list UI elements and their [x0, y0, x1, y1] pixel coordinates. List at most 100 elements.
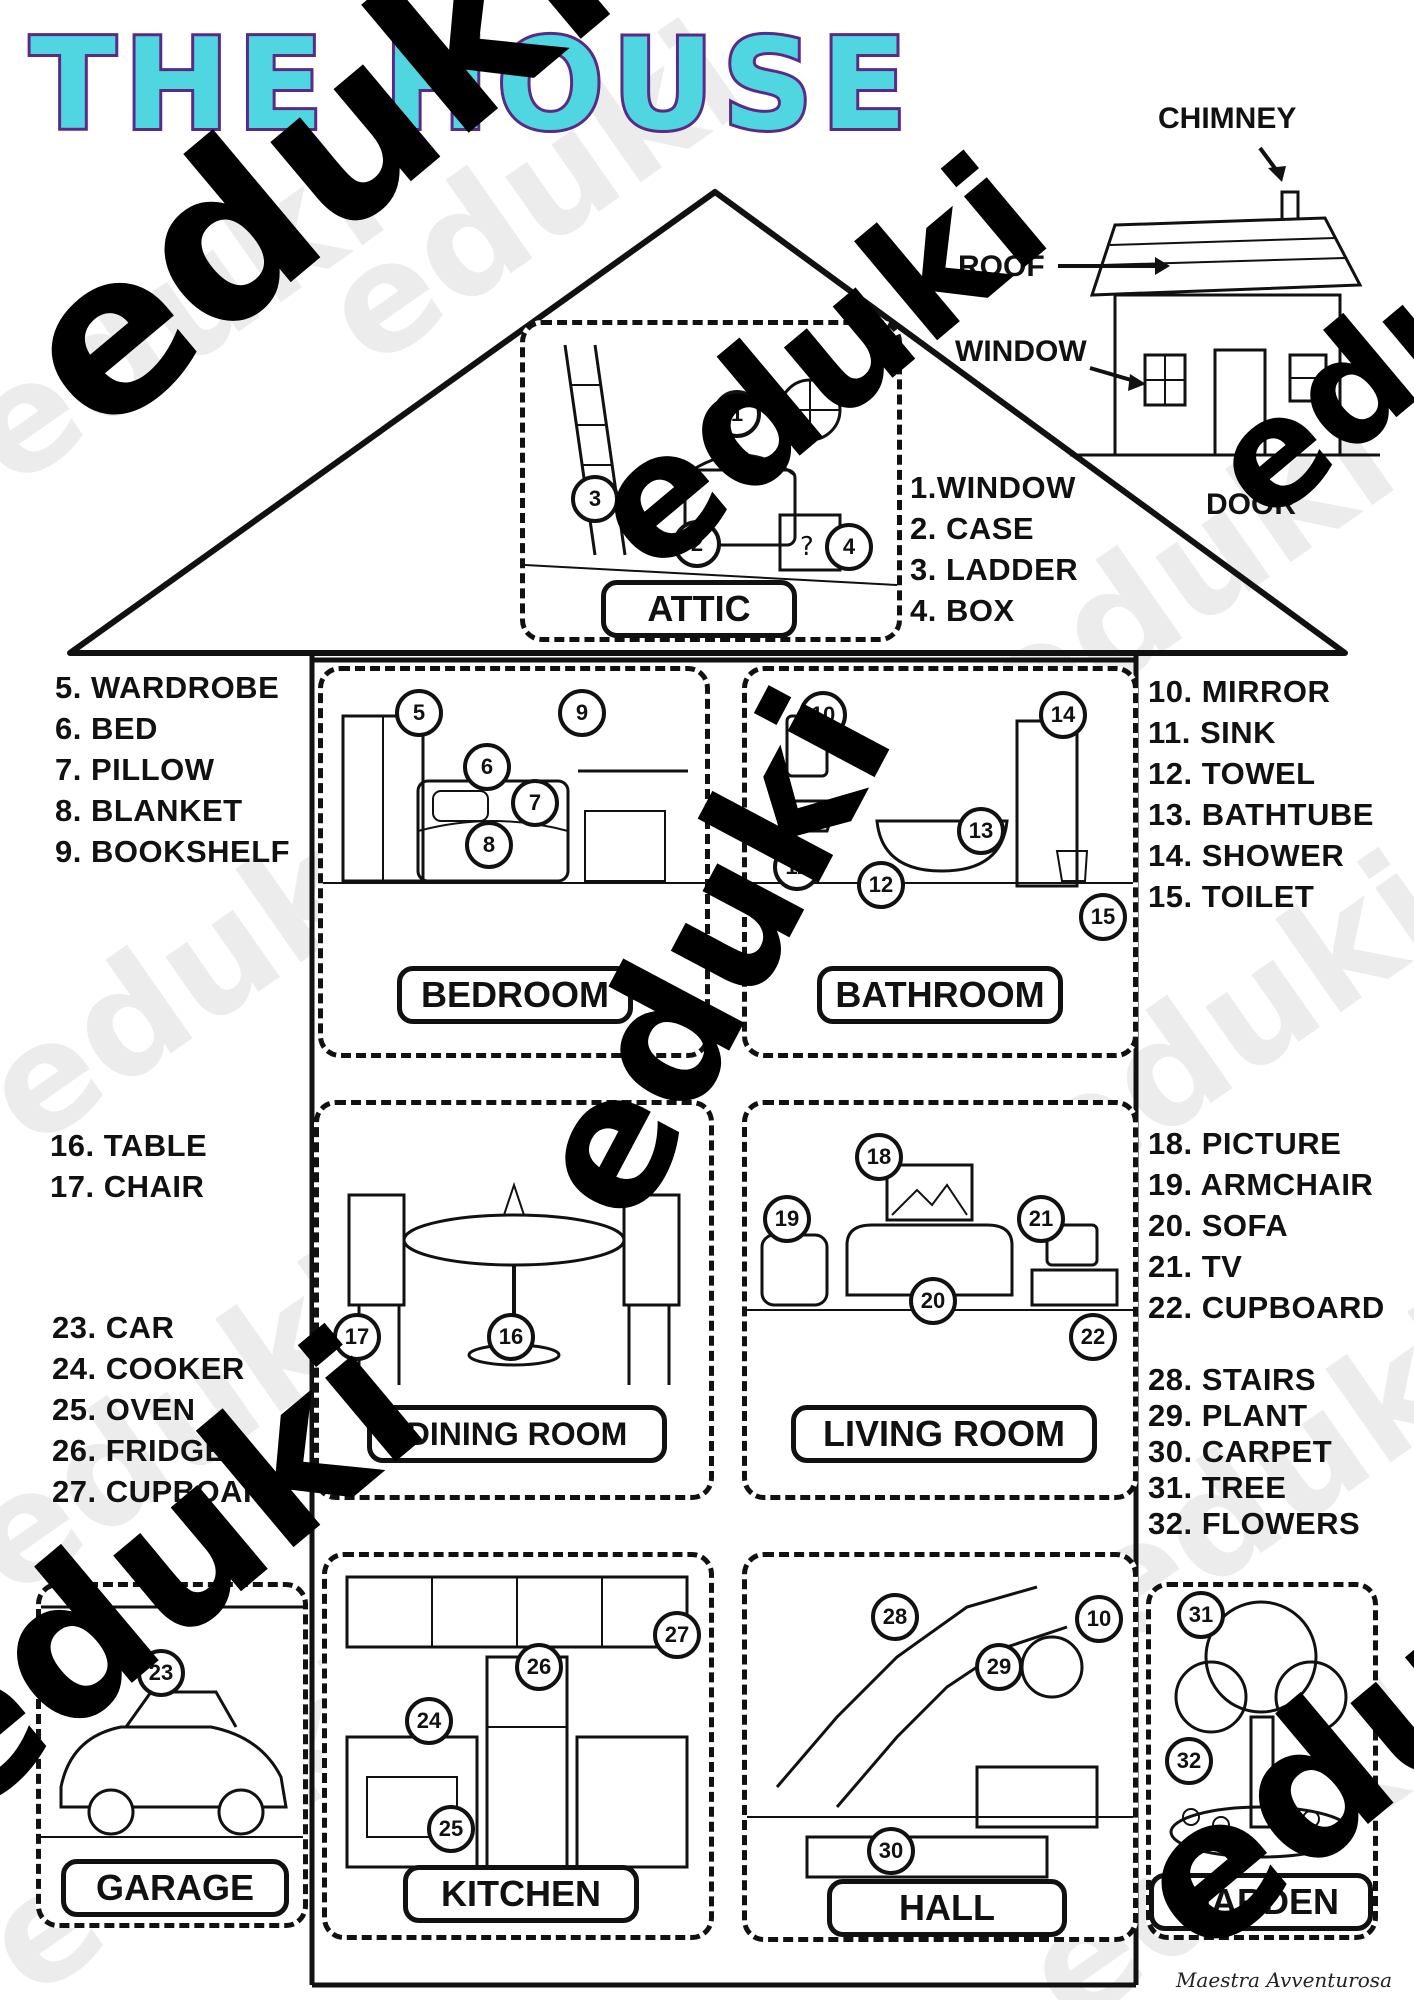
vocab-item: 22. CUPBOARD [1148, 1290, 1385, 1325]
marker-30: 30 [867, 1827, 915, 1875]
marker-9: 9 [558, 689, 606, 737]
bedroom-label: BEDROOM [397, 966, 633, 1024]
living-room-label: LIVING ROOM [791, 1405, 1097, 1463]
bedroom-vocab-list: 5. WARDROBE 6. BED 7. PILLOW 8. BLANKET … [55, 670, 290, 875]
marker-5: 5 [395, 689, 443, 737]
hall-label: HALL [827, 1879, 1067, 1937]
vocab-item: 28. STAIRS [1148, 1362, 1317, 1397]
garden-panel: 31 32 GARDEN [1146, 1582, 1378, 1940]
marker-32: 32 [1165, 1737, 1213, 1785]
vocab-item: 14. SHOWER [1148, 838, 1345, 873]
marker-27: 27 [653, 1611, 701, 1659]
dining-room-label: DINING ROOM [367, 1405, 667, 1463]
marker-29: 29 [975, 1643, 1023, 1691]
door-label: DOOR [1206, 488, 1296, 521]
attic-label: ATTIC [601, 580, 797, 638]
svg-text:?: ? [800, 532, 814, 562]
marker-18: 18 [855, 1133, 903, 1181]
vocab-item: 5. WARDROBE [55, 670, 280, 705]
living-room-illustration [747, 1163, 1133, 1311]
marker-2: 2 [673, 520, 721, 568]
vocab-item: 13. BATHTUBE [1148, 797, 1374, 832]
bathroom-panel: 10 11 12 13 14 15 BATHROOM [742, 666, 1138, 1058]
vocab-item: 6. BED [55, 711, 158, 746]
attic-vocab-list: 1.WINDOW 2. CASE 3. LADDER 4. BOX [910, 470, 1078, 634]
vocab-item: 27. CUPBOARD [52, 1474, 289, 1509]
vocab-item: 15. TOILET [1148, 879, 1315, 914]
marker-13: 13 [957, 807, 1005, 855]
marker-20: 20 [909, 1277, 957, 1325]
vocab-item: 26. FRIDGE [52, 1433, 226, 1468]
chimney-label: CHIMNEY [1158, 102, 1297, 135]
kitchen-label: KITCHEN [403, 1865, 639, 1923]
marker-28: 28 [871, 1593, 919, 1641]
vocab-item: 18. PICTURE [1148, 1126, 1342, 1161]
marker-7: 7 [511, 779, 559, 827]
marker-1: 1 [713, 390, 761, 438]
hall-garden-vocab-list: 28. STAIRS 29. PLANT 30. CARPET 31. TREE… [1148, 1362, 1360, 1542]
vocab-item: 9. BOOKSHELF [55, 834, 291, 869]
vocab-item: 20. SOFA [1148, 1208, 1289, 1243]
hall-illustration [747, 1585, 1133, 1879]
vocab-item: 23. CAR [52, 1310, 175, 1345]
window-label: WINDOW [955, 335, 1087, 368]
marker-31: 31 [1177, 1591, 1225, 1639]
attic-illustration: ? [525, 344, 897, 586]
attic-panel: ? 1 2 3 4 ATTIC [520, 320, 902, 642]
vocab-item: 29. PLANT [1148, 1398, 1308, 1433]
marker-6: 6 [463, 743, 511, 791]
author-signature: Maestra Avventurosa [1175, 1968, 1392, 1992]
vocab-item: 10. MIRROR [1148, 674, 1331, 709]
vocab-item: 25. OVEN [52, 1392, 196, 1427]
marker-11: 11 [773, 843, 821, 891]
hall-panel: 28 10 29 30 HALL [742, 1552, 1138, 1942]
page-title: THE HOUSE [27, 11, 916, 158]
marker-10-hall: 10 [1075, 1595, 1123, 1643]
marker-12: 12 [857, 861, 905, 909]
marker-23: 23 [137, 1649, 185, 1697]
bedroom-panel: 5 6 7 8 9 BEDROOM [318, 666, 710, 1058]
dining-vocab-list: 16. TABLE 17. CHAIR [50, 1128, 207, 1210]
bathroom-label: BATHROOM [817, 966, 1063, 1024]
vocab-item: 3. LADDER [910, 552, 1079, 587]
marker-22: 22 [1069, 1313, 1117, 1361]
vocab-item: 17. CHAIR [50, 1169, 205, 1204]
marker-14: 14 [1039, 691, 1087, 739]
marker-26: 26 [515, 1643, 563, 1691]
vocab-item: 11. SINK [1148, 715, 1277, 750]
vocab-item: 31. TREE [1148, 1470, 1287, 1505]
kitchen-panel: 26 27 24 25 KITCHEN [322, 1552, 714, 1940]
kitchen-garage-vocab-list: 23. CAR 24. COOKER 25. OVEN 26. FRIDGE 2… [52, 1310, 289, 1515]
marker-10: 10 [799, 691, 847, 739]
marker-21: 21 [1017, 1195, 1065, 1243]
bathroom-vocab-list: 10. MIRROR 11. SINK 12. TOWEL 13. BATHTU… [1148, 674, 1374, 920]
vocab-item: 24. COOKER [52, 1351, 245, 1386]
marker-17: 17 [333, 1313, 381, 1361]
marker-4: 4 [825, 523, 873, 571]
vocab-item: 30. CARPET [1148, 1434, 1333, 1469]
marker-24: 24 [405, 1697, 453, 1745]
vocab-item: 21. TV [1148, 1249, 1243, 1284]
vocab-item: 4. BOX [910, 593, 1015, 628]
marker-16: 16 [487, 1313, 535, 1361]
marker-8: 8 [465, 821, 513, 869]
vocab-item: 12. TOWEL [1148, 756, 1316, 791]
garage-illustration [41, 1605, 303, 1838]
garden-illustration [1169, 1600, 1353, 1859]
vocab-item: 19. ARMCHAIR [1148, 1167, 1374, 1202]
garage-label: GARAGE [61, 1859, 289, 1917]
vocab-item: 7. PILLOW [55, 752, 215, 787]
vocab-item: 16. TABLE [50, 1128, 208, 1163]
marker-15: 15 [1079, 893, 1127, 941]
vocab-item: 8. BLANKET [55, 793, 243, 828]
living-vocab-list: 18. PICTURE 19. ARMCHAIR 20. SOFA 21. TV… [1148, 1126, 1385, 1331]
dining-room-panel: 17 16 DINING ROOM [314, 1100, 714, 1500]
roof-label: ROOF [958, 250, 1045, 283]
vocab-item: 1.WINDOW [910, 470, 1076, 505]
marker-3: 3 [571, 475, 619, 523]
vocab-item: 32. FLOWERS [1148, 1506, 1361, 1541]
living-room-panel: 18 19 20 21 22 LIVING ROOM [742, 1100, 1138, 1500]
vocab-item: 2. CASE [910, 511, 1035, 546]
